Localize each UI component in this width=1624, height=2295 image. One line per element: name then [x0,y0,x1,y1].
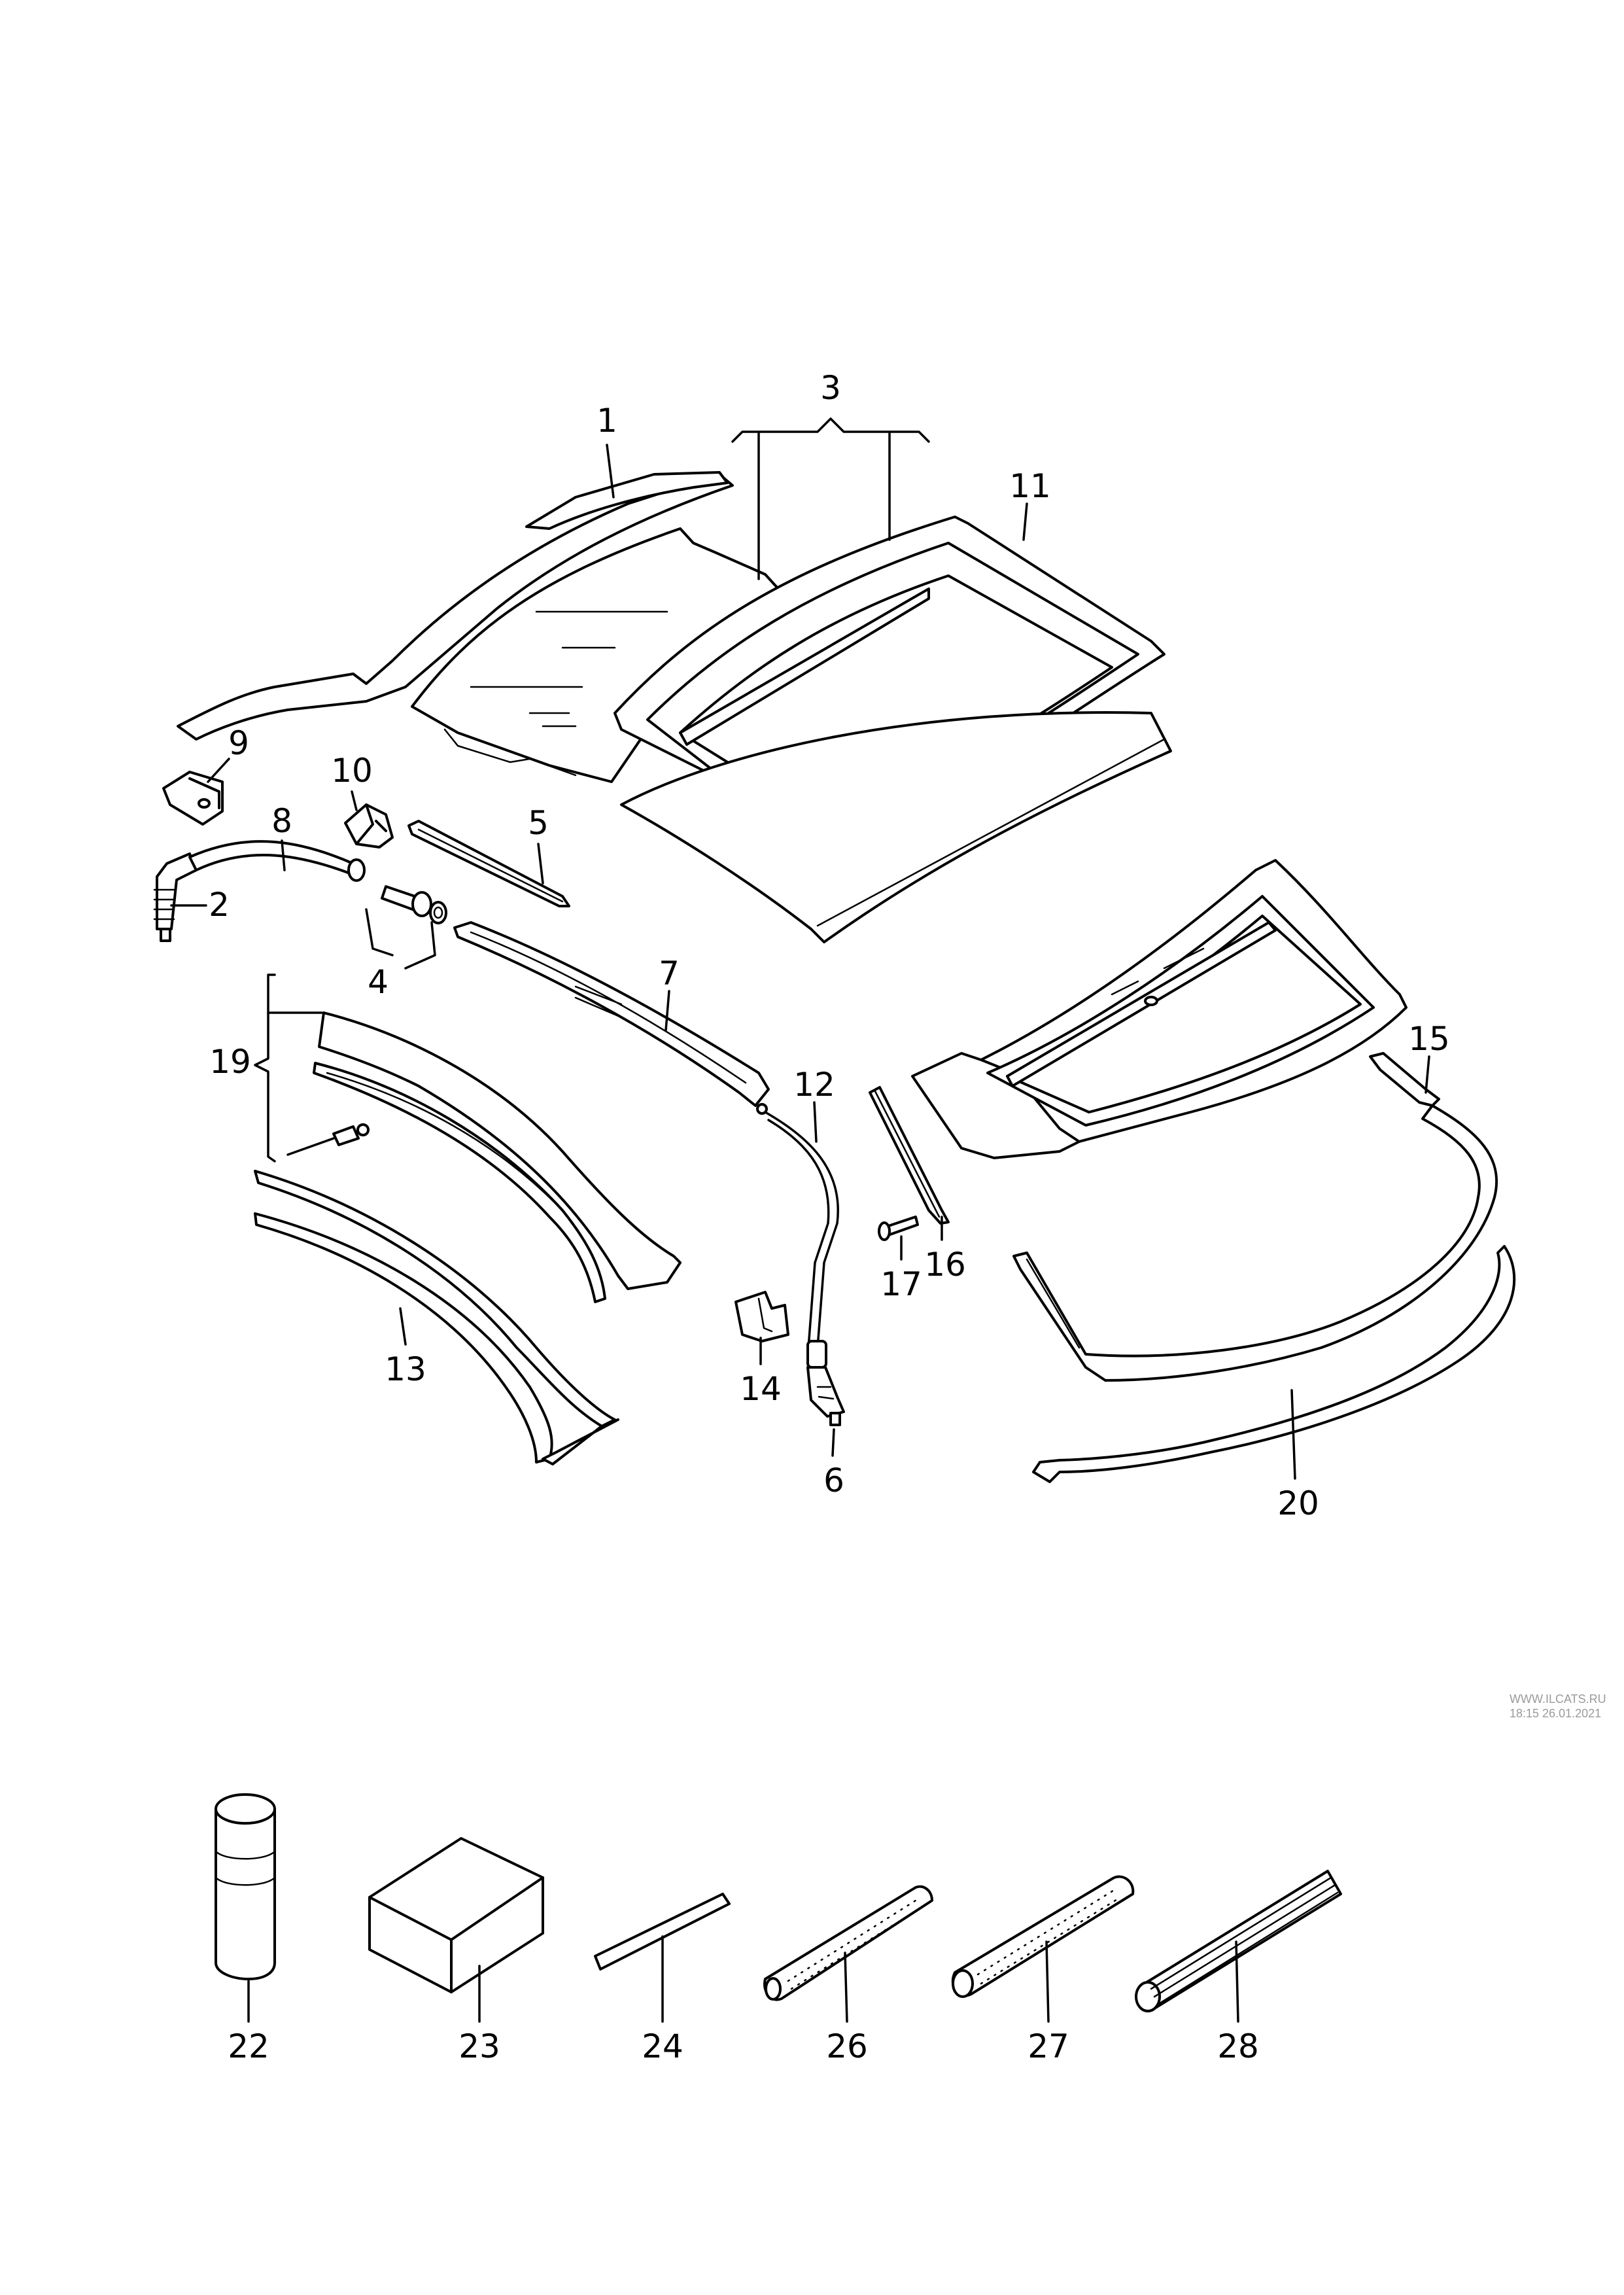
part-1-roof-trim [177,471,734,741]
callout-15: 15 [1408,1020,1450,1058]
part-6-drain-elbow [806,1340,845,1426]
callout-26: 26 [826,2027,868,2065]
callout-2: 2 [209,886,230,924]
part-13-seal-frame [254,1170,619,1465]
watermark: WWW.ILCATS.RU 18:15 26.01.2021 [1510,1692,1606,1720]
part-12-cable [764,1111,839,1349]
part-27-dotted-rod [951,1875,1135,1998]
part-4-grommet-set [381,885,447,924]
leader-lines [170,417,1430,2023]
callout-7: 7 [659,955,680,992]
callout-27: 27 [1028,2027,1069,2065]
callout-9: 9 [228,724,249,762]
callout-17: 17 [880,1265,922,1303]
part-26-dotted-rod [763,1885,933,2001]
callout-22: 22 [228,2027,269,2065]
part-28-ribbed-rod [1135,1870,1342,2012]
callout-24: 24 [642,2027,683,2065]
rear-window [911,859,1408,1159]
part-3-glass-panel [411,527,780,783]
callout-13: 13 [385,1350,426,1388]
part-15-rear-seal [1012,1052,1498,1382]
callout-5: 5 [528,804,549,842]
part-19-cover-assembly [286,1011,682,1303]
callout-labels: 1 2 3 4 5 6 7 8 9 10 11 12 13 14 15 16 1… [209,369,1450,2065]
part-14-bracket [734,1291,789,1342]
watermark-timestamp: 18:15 26.01.2021 [1510,1707,1601,1720]
roof-liner [620,711,1172,943]
callout-16: 16 [924,1246,966,1284]
callout-6: 6 [823,1462,844,1499]
part-23-block [368,1837,544,1993]
part-17-screw [878,1216,919,1241]
part-22-spray-can [215,1793,276,1980]
part-24-strip [594,1893,731,1971]
callout-23: 23 [458,2027,500,2065]
callout-19: 19 [209,1043,251,1081]
callout-12: 12 [793,1066,835,1104]
part-2-drain-elbow [153,852,198,942]
part-8-drain-hose [188,840,366,882]
callout-11: 11 [1009,467,1051,505]
part-20-rear-seal-strip [1032,1245,1516,1483]
part-10-clip [344,803,394,849]
callout-8: 8 [271,802,292,840]
callout-28: 28 [1217,2027,1259,2065]
part-7-side-rail [453,921,770,1115]
callout-3: 3 [820,369,841,407]
callout-1: 1 [596,402,617,440]
part-16-strip [869,1086,950,1225]
callout-10: 10 [331,752,373,790]
part-5-seal-strip [407,820,570,907]
callout-14: 14 [740,1370,782,1408]
part-9-clip [162,771,224,826]
callout-20: 20 [1277,1484,1319,1522]
callout-4: 4 [368,963,389,1001]
watermark-site: WWW.ILCATS.RU [1510,1692,1606,1706]
